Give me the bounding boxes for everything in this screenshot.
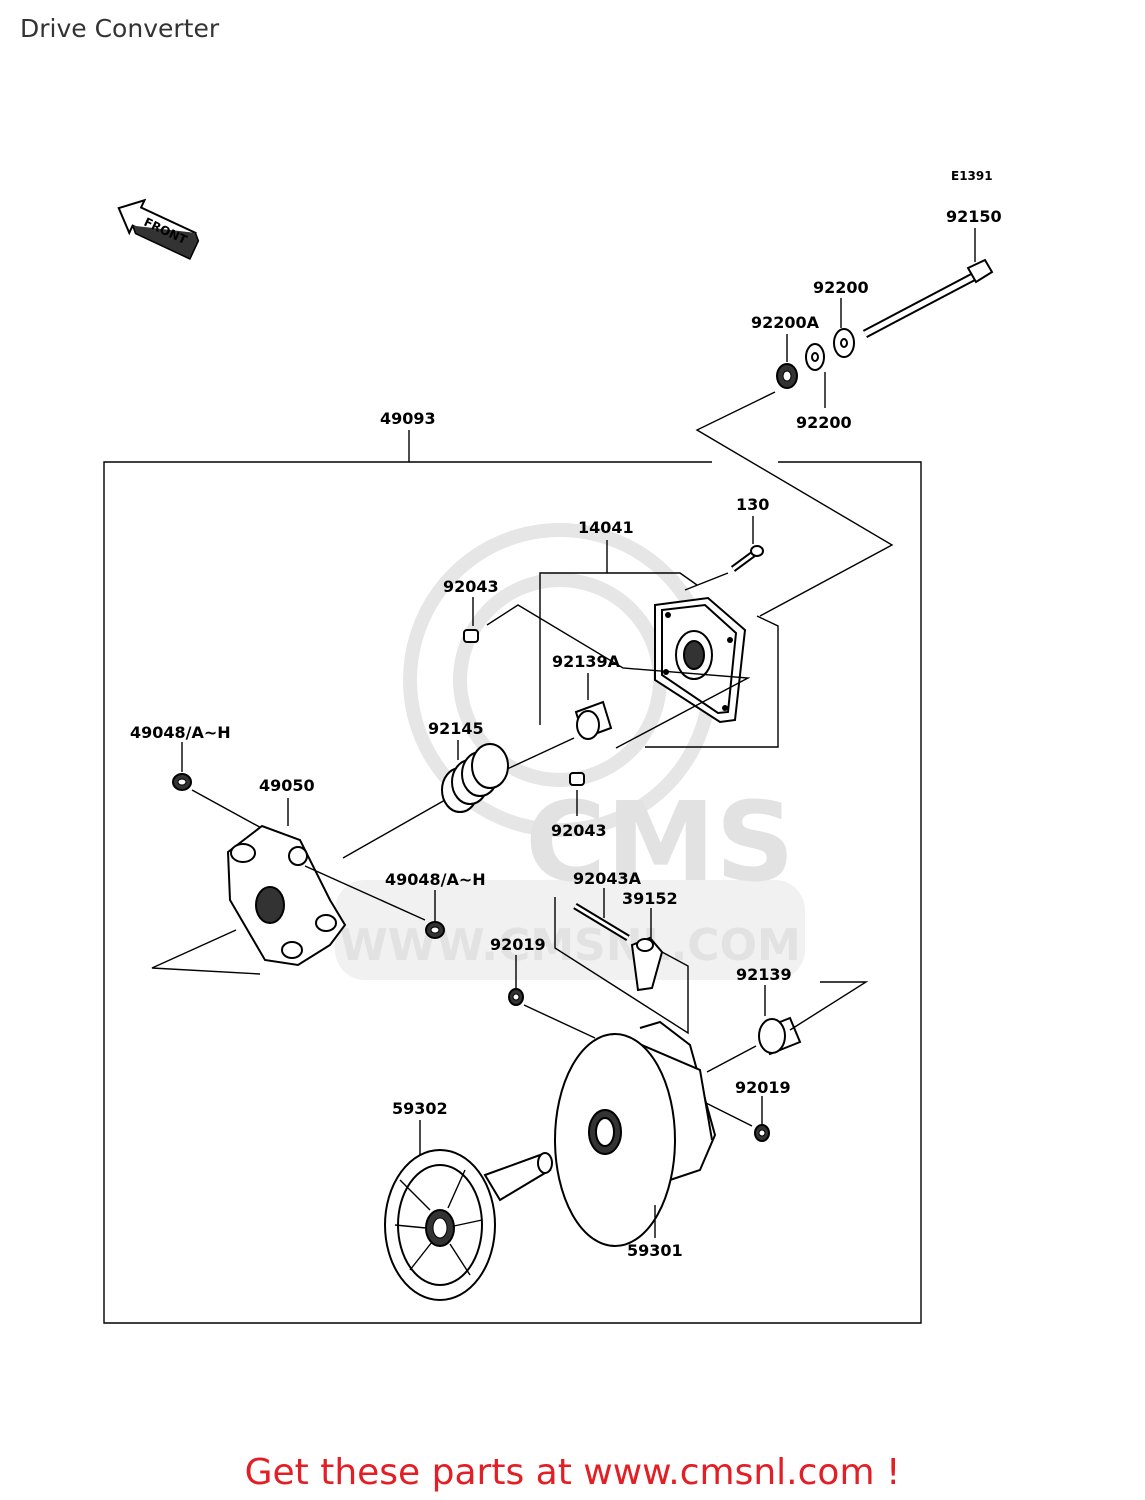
label-14041: 14041 (578, 518, 634, 537)
label-49050: 49050 (259, 776, 315, 795)
bushing-92139A (504, 673, 613, 771)
watermark: CMS WWW.CMSNL.COM (335, 523, 805, 980)
page-title: Drive Converter (20, 14, 220, 43)
nut-49048-mid (425, 890, 445, 939)
assembly-box (103, 461, 922, 1324)
bolt-92150 (862, 228, 994, 338)
spring-92145 (342, 740, 509, 859)
bushing-92139 (706, 981, 869, 1073)
watermark-site: WWW.CMSNL.COM (339, 920, 801, 971)
label-130: 130 (736, 495, 769, 514)
label-59302: 59302 (392, 1099, 448, 1118)
diagram-code: E1391 (951, 169, 993, 183)
label-92139A: 92139A (552, 652, 621, 671)
watermark-brand: CMS (525, 778, 794, 906)
weight-39152 (630, 908, 664, 992)
label-92043A: 92043A (573, 869, 642, 888)
sheave-59302 (384, 1120, 553, 1301)
front-arrow-icon: FRONT (117, 198, 200, 260)
label-92043-top: 92043 (443, 577, 499, 596)
nut-92019-right (699, 1096, 770, 1142)
label-39152: 39152 (622, 889, 678, 908)
bolt-130 (684, 516, 764, 591)
label-92150: 92150 (946, 207, 1002, 226)
shaft-92043A (573, 888, 630, 941)
label-92139: 92139 (736, 965, 792, 984)
part-labels: 92150 92200 92200A 92200 49093 130 14041… (130, 207, 1002, 1260)
label-92145: 92145 (428, 719, 484, 738)
label-92043-bottom: 92043 (551, 821, 607, 840)
sheave-59301 (554, 1020, 717, 1247)
cta-link[interactable]: Get these parts at www.cmsnl.com ! (244, 1452, 901, 1493)
nut-92019-left (508, 955, 596, 1039)
label-92200A: 92200A (751, 313, 820, 332)
pin-92043-bottom (569, 772, 585, 786)
label-92019-left: 92019 (490, 935, 546, 954)
label-92200-bottom: 92200 (796, 413, 852, 432)
label-92019-right: 92019 (735, 1078, 791, 1097)
spider-49050 (151, 798, 426, 975)
label-49048-left: 49048/A~H (130, 723, 231, 742)
label-49093: 49093 (380, 409, 436, 428)
label-49048-mid: 49048/A~H (385, 870, 486, 889)
parts-diagram: CMS WWW.CMSNL.COM FRONT E1391 (103, 169, 1002, 1324)
label-59301: 59301 (627, 1241, 683, 1260)
nut-49048-left (172, 742, 266, 831)
label-92200-top: 92200 (813, 278, 869, 297)
pin-92043-top (463, 629, 479, 643)
